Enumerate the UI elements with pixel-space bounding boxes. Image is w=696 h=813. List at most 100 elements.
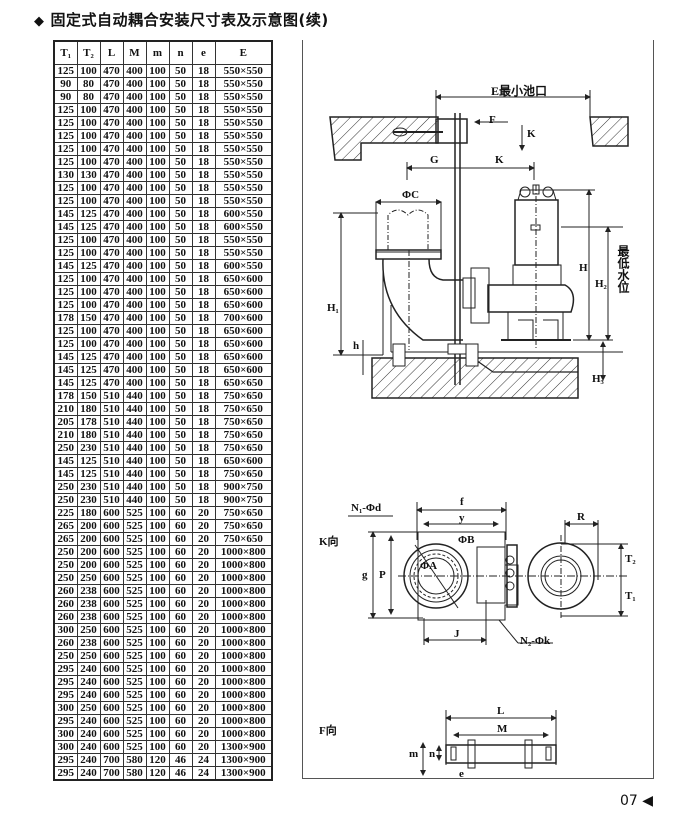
table-cell: 18 [191,103,216,117]
table-cell: 1000×800 [214,623,273,637]
table-cell: 700 [99,766,124,781]
table-cell: 145 [53,376,78,390]
table-cell: 18 [191,272,216,286]
table-cell: 100 [145,467,170,481]
table-cell: 100 [145,454,170,468]
pump [462,184,575,341]
table-cell: 700 [99,753,124,767]
table-cell: 20 [191,558,216,572]
min-water-level-label: 最低水位 [616,245,630,293]
table-cell: 470 [99,142,124,156]
table-cell: 1000×800 [214,558,273,572]
table-cell: 46 [168,766,193,781]
table-cell: 178 [53,311,78,325]
table-cell: 18 [191,480,216,494]
table-cell: 100 [145,545,170,559]
table-cell: 550×550 [214,155,273,169]
table-cell: 80 [76,77,101,91]
table-cell: 18 [191,441,216,455]
table-cell: 100 [145,259,170,273]
t1-label: T₁ [625,590,636,602]
table-cell: 20 [191,532,216,546]
table-cell: 240 [76,688,101,702]
table-cell: 550×550 [214,168,273,182]
table-cell: 400 [122,285,147,299]
table-cell: 525 [122,675,147,689]
table-cell: 210 [53,428,78,442]
table-cell: 230 [76,441,101,455]
table-cell: 18 [191,142,216,156]
table-cell: 470 [99,337,124,351]
table-cell: 100 [76,298,101,312]
table-cell: 125 [76,220,101,234]
table-cell: 100 [145,298,170,312]
column-header: n [168,40,193,65]
table-cell: 20 [191,662,216,676]
table-cell: 100 [145,155,170,169]
table-cell: 18 [191,77,216,91]
table-cell: 125 [53,298,78,312]
table-cell: 250 [53,493,78,507]
table-cell: 1000×800 [214,610,273,624]
table-cell: 100 [145,272,170,286]
phi-b-label: ΦB [458,534,475,546]
table-cell: 650×600 [214,337,273,351]
table-cell: 20 [191,714,216,728]
table-cell: 125 [53,103,78,117]
table-cell: 18 [191,350,216,364]
table-cell: 470 [99,324,124,338]
table-cell: 60 [168,519,193,533]
table-cell: 1000×800 [214,597,273,611]
table-cell: 50 [168,103,193,117]
table-cell: 250 [53,558,78,572]
table-cell: 50 [168,376,193,390]
table-cell: 125 [53,142,78,156]
table-cell: 525 [122,662,147,676]
table-cell: 18 [191,311,216,325]
table-cell: 470 [99,272,124,286]
table-cell: 525 [122,610,147,624]
table-cell: 100 [145,181,170,195]
table-cell: 50 [168,493,193,507]
table-cell: 100 [145,324,170,338]
table-cell: 440 [122,454,147,468]
table-cell: 18 [191,194,216,208]
table-cell: 100 [145,246,170,260]
table-cell: 100 [145,129,170,143]
table-cell: 60 [168,571,193,585]
table-cell: 125 [53,129,78,143]
table-cell: 100 [145,142,170,156]
table-cell: 525 [122,623,147,637]
table-cell: 130 [53,168,78,182]
table-cell: 600×550 [214,259,273,273]
elbow-pipe [382,258,463,341]
table-cell: 1000×800 [214,662,273,676]
table-cell: 295 [53,766,78,781]
table-cell: 240 [76,675,101,689]
table-cell: 1000×800 [214,636,273,650]
table-cell: 100 [145,337,170,351]
table-cell: 240 [76,753,101,767]
table-cell: 100 [145,389,170,403]
table-cell: 525 [122,636,147,650]
table-cell: 125 [53,233,78,247]
table-cell: 130 [76,168,101,182]
table-cell: 18 [191,220,216,234]
table-cell: 750×650 [214,532,273,546]
table-cell: 525 [122,688,147,702]
table-cell: 400 [122,272,147,286]
table-cell: 1000×800 [214,727,273,741]
table-cell: 525 [122,545,147,559]
table-cell: 145 [53,220,78,234]
table-cell: 145 [53,454,78,468]
column-header: E [214,40,273,65]
table-cell: 125 [53,116,78,130]
title-text: 固定式自动耦合安装尺寸表及示意图(续) [50,11,329,29]
column-header: T₁ [53,40,78,65]
